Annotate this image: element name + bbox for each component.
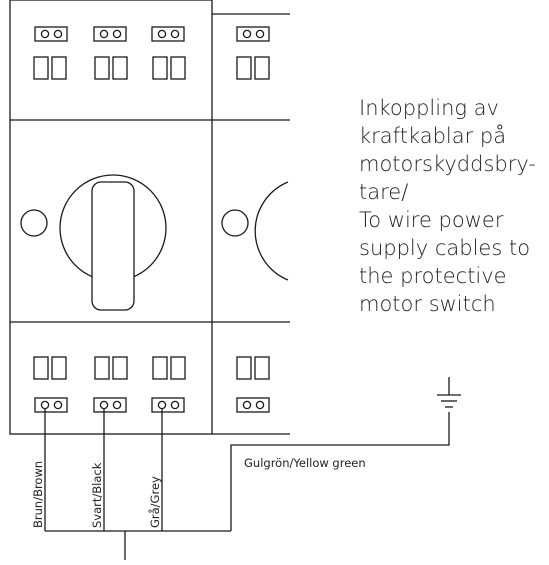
- description-line-6: supply cables to: [359, 236, 530, 260]
- bottom-terminal-1: [34, 397, 68, 413]
- description-line-1: Inkoppling av: [359, 96, 499, 120]
- adjacent-indicator-circle-icon: [221, 209, 249, 237]
- wire-label-grey: Grå/Grey: [148, 476, 162, 528]
- switch-housing-outline: [9, 0, 213, 435]
- ground-symbol-icon: [437, 377, 461, 408]
- description-line-8: motor switch: [359, 292, 496, 316]
- motor-switch-left-unit: [9, 0, 213, 435]
- description-line-4: tare/: [359, 180, 408, 204]
- wire-labels: Brun/Brown Svart/Black Grå/Grey Gulgrön/…: [31, 456, 366, 528]
- wires: [44, 409, 450, 560]
- bottom-terminal-2: [93, 397, 127, 413]
- adjacent-top-terminal: [236, 26, 270, 42]
- description-text-block: Inkoppling av kraftkablar på motorskydds…: [359, 96, 536, 316]
- wire-label-black: Svart/Black: [90, 462, 104, 528]
- rotary-switch-knob-icon[interactable]: [59, 174, 167, 311]
- description-line-7: the protective: [359, 264, 507, 288]
- bottom-terminal-group: [34, 397, 185, 413]
- top-clamp-group: [33, 56, 186, 80]
- top-terminal-2: [93, 26, 127, 42]
- adjacent-switch-unit: [212, 13, 290, 435]
- adjacent-knob-arc: [254, 181, 289, 281]
- top-terminal-group: [34, 26, 185, 42]
- wire-label-ground: Gulgrön/Yellow green: [244, 456, 366, 470]
- bottom-terminal-3: [151, 397, 185, 413]
- wire-label-brown: Brun/Brown: [31, 461, 45, 528]
- description-line-3: motorskyddsbry-: [359, 152, 536, 176]
- description-line-2: kraftkablar på: [359, 124, 506, 148]
- wire-ground: [230, 412, 450, 531]
- top-terminal-1: [34, 26, 68, 42]
- top-terminal-3: [151, 26, 185, 42]
- bottom-clamp-group: [33, 356, 186, 380]
- adjacent-bottom-terminal: [236, 397, 270, 413]
- indicator-circle-icon: [20, 209, 48, 237]
- description-line-5: To wire power: [359, 208, 504, 232]
